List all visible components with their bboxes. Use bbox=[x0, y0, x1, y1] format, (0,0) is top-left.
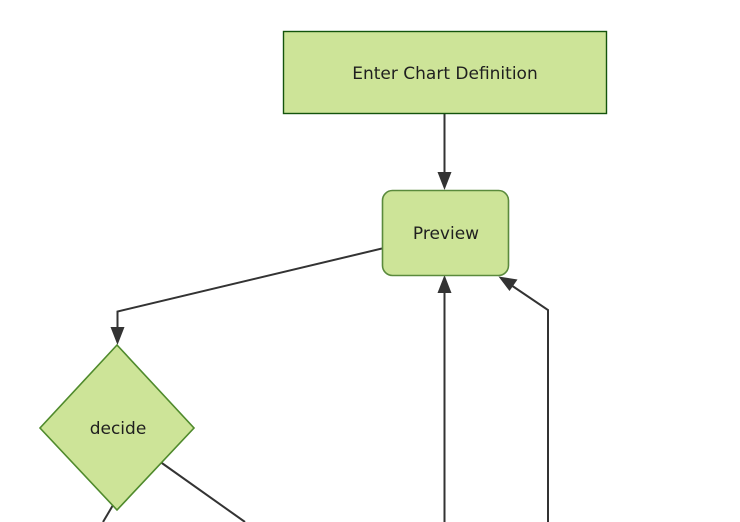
node-rect[interactable] bbox=[381, 189, 510, 277]
node-preview[interactable]: Preview bbox=[381, 189, 510, 277]
arrow-head-icon bbox=[437, 172, 452, 190]
arrow-head-icon bbox=[498, 276, 518, 291]
edge-preview-to-decide bbox=[110, 247, 383, 345]
node-label-decide: decide bbox=[90, 419, 147, 439]
arrow-head-icon bbox=[110, 327, 125, 345]
edge-enter-to-preview bbox=[437, 113, 452, 190]
node-rect[interactable] bbox=[282, 30, 608, 115]
arrow-head-icon bbox=[437, 275, 452, 293]
node-diamond[interactable] bbox=[38, 343, 196, 512]
edge-line bbox=[158, 460, 246, 522]
edge-line bbox=[507, 282, 549, 522]
node-label-preview: Preview bbox=[413, 224, 479, 244]
edge-return-right-to-preview bbox=[498, 276, 549, 522]
edge-return-center-to-preview bbox=[437, 275, 452, 522]
edge-line bbox=[116, 247, 383, 333]
edge-decide-branch-right bbox=[158, 460, 246, 522]
node-decide[interactable]: decide bbox=[38, 343, 196, 512]
node-enter-chart-definition[interactable]: Enter Chart Definition bbox=[282, 30, 608, 115]
node-label-enter-chart-definition: Enter Chart Definition bbox=[352, 64, 537, 84]
